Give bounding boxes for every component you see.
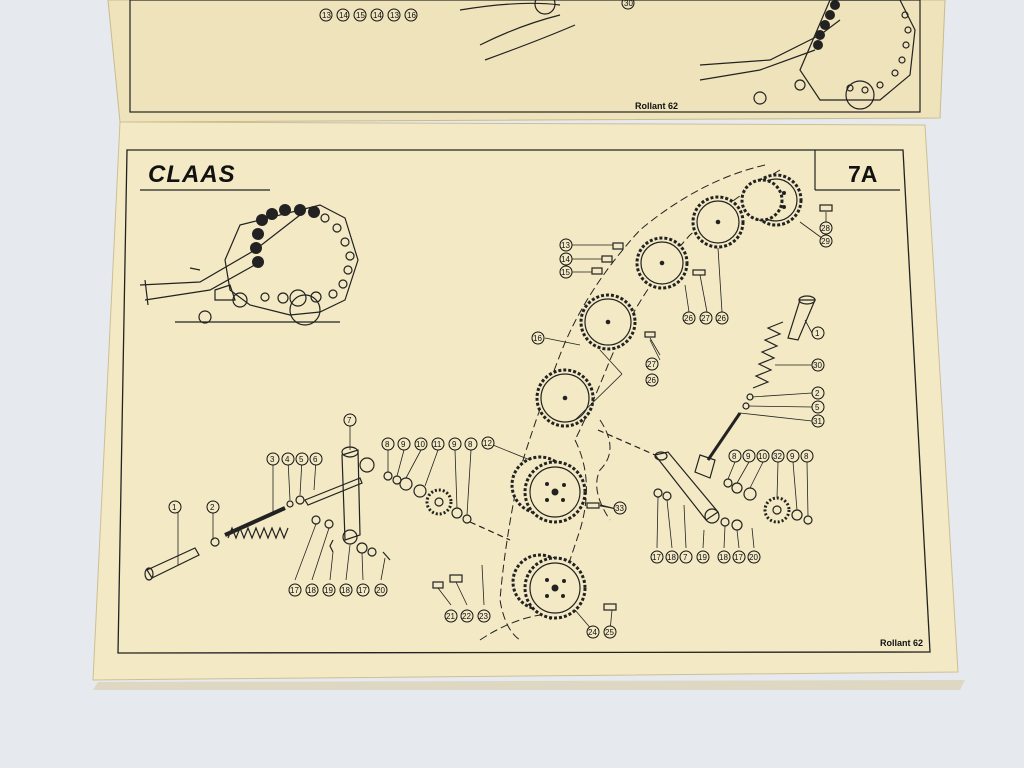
callout: 6: [313, 455, 318, 464]
sprocket-group: [425, 173, 803, 620]
callout: 19: [698, 553, 707, 562]
sprocket: [523, 556, 587, 620]
callout: 2: [210, 503, 215, 512]
sprocket: [691, 195, 745, 249]
top-page-footer: Rollant 62: [635, 101, 678, 111]
baler-overview-sketch: [139, 204, 359, 326]
leader-lines: [177, 212, 827, 632]
callout: 18: [341, 586, 350, 595]
callout: 9: [401, 440, 406, 449]
callout: 2: [815, 389, 820, 398]
sprocket: [523, 460, 587, 524]
callout: 17: [290, 586, 299, 595]
callout: 10: [416, 440, 425, 449]
callout: 11: [433, 440, 442, 449]
callout: 26: [717, 314, 726, 323]
callout: 15: [561, 268, 570, 277]
callout: 12: [483, 439, 492, 448]
callout: 19: [324, 586, 333, 595]
sprocket: [579, 293, 637, 351]
callout: 10: [758, 452, 767, 461]
callouts-center: 8 9 10 11 9 8 12 21 22 23 24 25 33: [381, 436, 627, 639]
callout: 31: [813, 417, 822, 426]
callout: 4: [285, 455, 290, 464]
callout: 7: [347, 416, 352, 425]
callout: 17: [652, 553, 661, 562]
callout: 17: [358, 586, 367, 595]
callout: 29: [821, 237, 830, 246]
callout: 16: [407, 11, 416, 20]
small-sprocket: [425, 488, 453, 516]
callout: 32: [773, 452, 782, 461]
callout: 14: [373, 11, 382, 20]
callout: 27: [701, 314, 710, 323]
callout: 25: [605, 628, 614, 637]
callout: 18: [667, 553, 676, 562]
callout: 8: [468, 440, 473, 449]
callout: 24: [588, 628, 597, 637]
top-callouts: 13 14 15 14 13 16 30: [319, 0, 635, 22]
callout: 3: [270, 455, 275, 464]
callout: 33: [615, 504, 624, 513]
callouts-right: 1 30 2 5 31 8 9 10 32 9 8 17 18: [650, 326, 825, 564]
callout: 28: [821, 224, 830, 233]
baler-sketch-top: [699, 0, 916, 110]
sprocket: [740, 178, 784, 222]
callout: 23: [479, 612, 488, 621]
page-footer: Rollant 62: [880, 638, 923, 648]
callout: 9: [746, 452, 751, 461]
callout: 18: [307, 586, 316, 595]
callout: 5: [299, 455, 304, 464]
small-sprocket: [763, 496, 791, 524]
main-page: CLAAS 7A: [92, 121, 965, 690]
callout: 17: [734, 553, 743, 562]
callout: 14: [339, 11, 348, 20]
callout: 26: [647, 376, 656, 385]
callout: 27: [647, 360, 656, 369]
callout: 18: [719, 553, 728, 562]
callout: 9: [790, 452, 795, 461]
callout: 13: [322, 11, 331, 20]
callout: 14: [561, 255, 570, 264]
callout: 21: [446, 612, 455, 621]
tensioner-assembly: [144, 446, 511, 581]
callouts-chain: 13 14 15 16 26 27 26 27 26 28 29: [531, 221, 833, 387]
callout: 1: [815, 329, 820, 338]
callout: 5: [815, 403, 820, 412]
sprocket: [535, 368, 595, 428]
callout: 8: [385, 440, 390, 449]
brand-logo: CLAAS: [148, 161, 236, 188]
callout: 8: [804, 452, 809, 461]
callout: 16: [533, 334, 542, 343]
callout: 20: [376, 586, 385, 595]
callout: 30: [813, 361, 822, 370]
callout: 1: [172, 503, 177, 512]
baler-rollers-top: [813, 0, 840, 50]
callout: 26: [684, 314, 693, 323]
callout: 20: [749, 553, 758, 562]
top-page: 13 14 15 14 13 16 30 Rollant 62: [107, 0, 946, 123]
sprocket: [635, 236, 689, 290]
callout: 13: [390, 11, 399, 20]
callout: 30: [624, 0, 633, 8]
callout: 15: [356, 11, 365, 20]
callout: 7: [683, 553, 688, 562]
callout: 22: [462, 612, 471, 621]
callout: 13: [561, 241, 570, 250]
callout: 8: [732, 452, 737, 461]
section-number: 7A: [848, 161, 877, 187]
callout: 9: [452, 440, 457, 449]
callouts-left: 1 2 3 4 5 6 7 17 18 19 18 17 20: [168, 413, 388, 597]
